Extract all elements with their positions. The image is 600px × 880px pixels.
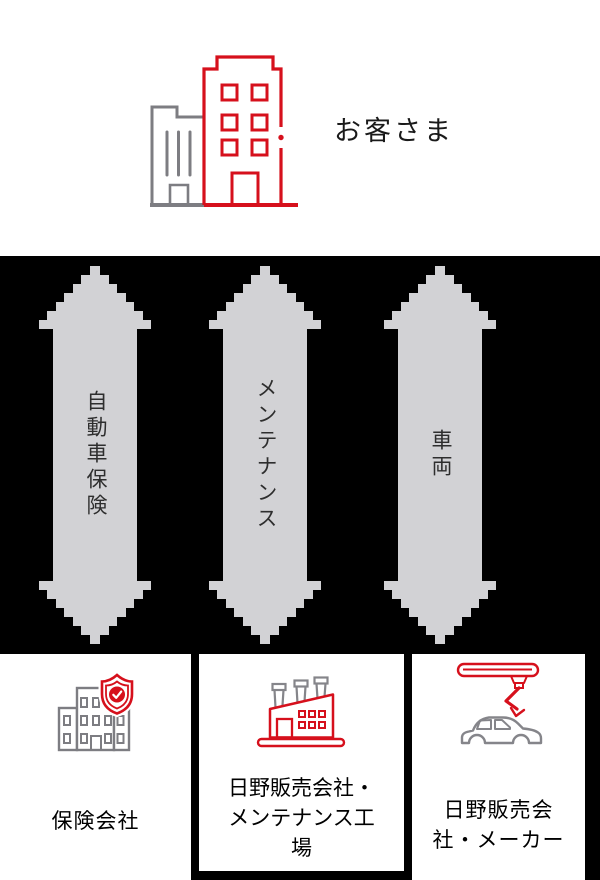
entity-card-insurance-company: 保険会社 <box>0 654 191 880</box>
maintenance-factory-icon <box>256 676 345 748</box>
entity-label-maintenance-factory: 日野販売会社・ メンテナンス工 場 <box>228 777 375 860</box>
entity-card-manufacturer: 日野販売会 社・メーカー <box>412 654 585 880</box>
manufacturer-robot-arm-car-icon <box>456 662 542 745</box>
flow-arrow-vehicle: 車両 <box>377 266 503 644</box>
insurance-company-shield-icon <box>57 670 135 752</box>
flows-section: 自動車保険 メンテナンス 車両 <box>0 256 600 654</box>
double-headed-arrow-icon <box>32 266 158 644</box>
entity-label-manufacturer: 日野販売会 社・メーカー <box>432 799 565 852</box>
flow-arrow-maintenance: メンテナンス <box>202 266 328 644</box>
customer-section: お客さま <box>0 0 600 256</box>
entities-section: 保険会社 日野販売会社・ メンテナン <box>0 654 600 880</box>
double-headed-arrow-icon <box>377 266 503 644</box>
entity-label-insurance-company: 保険会社 <box>51 810 140 833</box>
flow-label-maintenance: メンテナンス <box>254 377 277 533</box>
flow-label-auto-insurance: 自動車保険 <box>84 390 107 520</box>
customer-buildings-icon <box>150 55 298 207</box>
customer-label: お客さま <box>334 116 454 146</box>
entity-card-maintenance-factory: 日野販売会社・ メンテナンス工 場 <box>199 654 404 871</box>
flow-arrow-auto-insurance: 自動車保険 <box>32 266 158 644</box>
double-headed-arrow-icon <box>202 266 328 644</box>
flow-label-vehicle: 車両 <box>429 429 452 481</box>
